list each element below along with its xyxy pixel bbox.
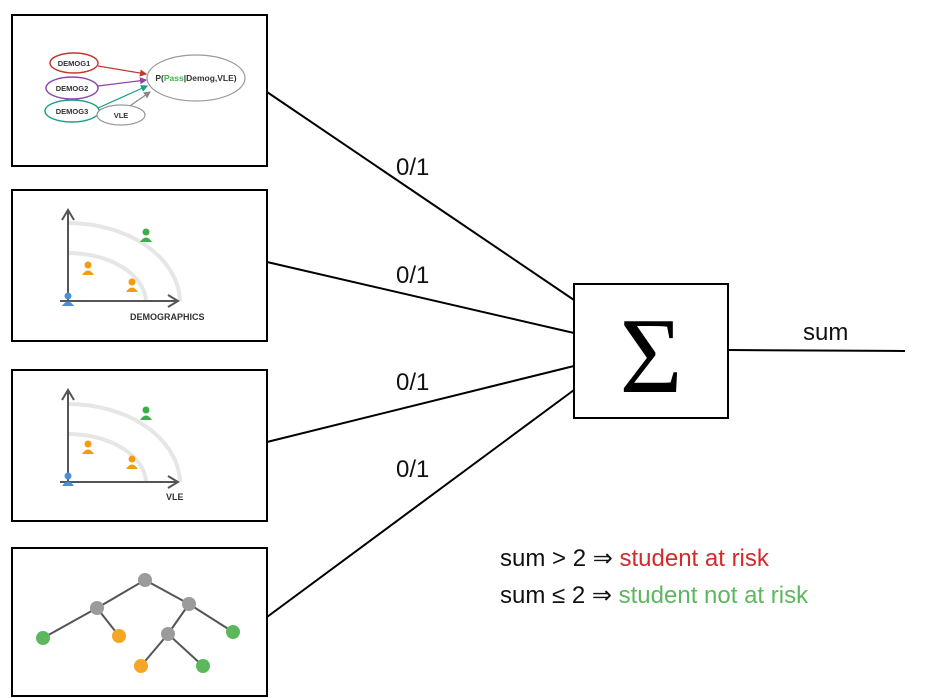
panel-4-frame [11, 547, 268, 697]
tree-internal-node [182, 597, 196, 611]
node-vle-label: VLE [114, 111, 129, 120]
edge-3 [266, 365, 575, 443]
arrow-demog3 [97, 85, 149, 109]
rule-1: sum > 2 ⇒ student at risk [500, 545, 770, 572]
tree-root-node [138, 573, 152, 587]
rule-2: sum ≤ 2 ⇒ student not at risk [500, 582, 809, 609]
output-line [728, 349, 906, 352]
x-axis-label: DEMOGRAPHICS [130, 312, 205, 322]
node-demog1-label: DEMOG1 [58, 59, 91, 68]
tree-internal-node [90, 601, 104, 615]
outer-arc [67, 402, 182, 483]
rule-2-condition: sum ≤ 2 ⇒ [500, 582, 619, 609]
y-axis-arrow [61, 208, 75, 221]
node-pass-probability-label: P(Pass|Demog,VLE) [155, 73, 236, 83]
node-demog2 [45, 76, 99, 100]
node-demog1 [49, 52, 99, 74]
tree-leaf-orange [134, 659, 148, 673]
edge-4 [266, 389, 575, 618]
panel-decision-tree [11, 547, 268, 697]
rule-1-condition: sum > 2 ⇒ [500, 545, 619, 572]
rule-1-outcome: student at risk [619, 545, 769, 572]
edge-2 [266, 261, 575, 334]
tree-leaf-green [196, 659, 210, 673]
risk-rules: sum > 2 ⇒ student at risk sum ≤ 2 ⇒ stud… [500, 545, 809, 609]
green-person-icon [140, 406, 152, 420]
panel-bayesian-model: DEMOG1 DEMOG2 DEMOG3 VLE P(Pass|Demog,VL… [11, 14, 268, 167]
blue-person-icon [62, 472, 74, 486]
edge-1-weight-label: 0/1 [396, 154, 429, 181]
output-sum-label: sum [803, 319, 848, 346]
inner-arc [67, 431, 148, 483]
orange-person-icon [82, 440, 94, 454]
node-demog2-label: DEMOG2 [56, 84, 89, 93]
node-pass-probability [146, 54, 246, 102]
edge-1 [266, 91, 575, 301]
x-axis-label: VLE [166, 492, 184, 502]
orange-person-icon [126, 455, 138, 469]
edge-2-weight-label: 0/1 [396, 262, 429, 289]
node-demog3-label: DEMOG3 [56, 107, 89, 116]
green-person-icon [140, 228, 152, 242]
blue-person-icon [62, 292, 74, 306]
x-axis-arrow [167, 294, 180, 308]
panel-vle-plot: VLE [11, 369, 268, 522]
arrow-demog2 [97, 77, 148, 87]
rule-2-outcome: student not at risk [619, 582, 809, 609]
sum-node-box [573, 283, 729, 419]
tree-internal-node [161, 627, 175, 641]
orange-person-icon [126, 278, 138, 292]
x-axis-arrow [167, 475, 180, 489]
tree-leaf-green [226, 625, 240, 639]
orange-person-icon [82, 261, 94, 275]
sigma-symbol: Σ [620, 297, 683, 416]
inner-arc [67, 250, 148, 302]
panel-3-frame [11, 369, 268, 522]
edge-3-weight-label: 0/1 [396, 369, 429, 396]
tree-leaf-green [36, 631, 50, 645]
tree-leaf-orange [112, 629, 126, 643]
panel-2-frame [11, 189, 268, 342]
edge-4-weight-label: 0/1 [396, 456, 429, 483]
connections [266, 91, 906, 618]
panel-demographics-plot: DEMOGRAPHICS [11, 189, 268, 342]
arrow-demog1 [97, 65, 148, 77]
pass-highlight: Pass [164, 73, 184, 83]
outer-arc [67, 221, 182, 302]
y-axis-arrow [61, 388, 75, 401]
node-vle [96, 104, 146, 126]
sum-node: Σ [573, 283, 729, 419]
